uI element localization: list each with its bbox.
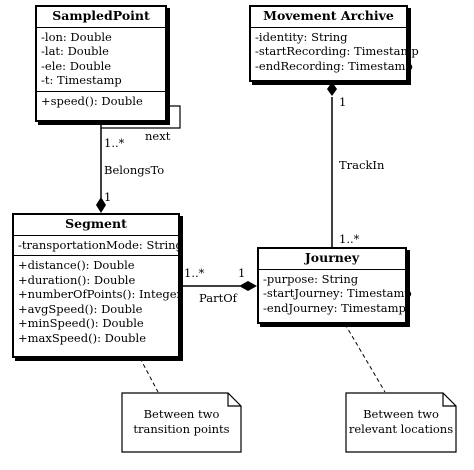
belongs-to-source-multiplicity: 1..* (104, 136, 125, 150)
segment-note: Between two transition points (122, 407, 241, 437)
segment-note-line: Between two (143, 407, 220, 421)
segment-methods: +distance(): Double +duration(): Double … (14, 255, 183, 348)
sampled-point-class-name: SampledPoint (37, 7, 165, 28)
movement-archive-class: Movement Archive -identity: String -star… (249, 5, 419, 82)
track-in-source-multiplicity: 1 (339, 95, 347, 109)
attribute-row: -endRecording: Timestamp (255, 58, 413, 73)
attribute-row: -purpose: String (263, 271, 359, 286)
method-row: +distance(): Double (18, 258, 135, 272)
attribute-row: -startJourney: Timestamp (263, 286, 412, 300)
journey-note-line: Between two (363, 407, 439, 421)
segment-class-name: Segment (14, 215, 178, 236)
method-row: +avgSpeed(): Double (18, 301, 143, 316)
segment-note-shape (121, 392, 242, 453)
part-of-source-multiplicity: 1..* (184, 266, 205, 280)
segment-note-anchor (139, 357, 159, 393)
method-row: +speed(): Double (41, 93, 143, 108)
method-row: +duration(): Double (18, 272, 136, 287)
attribute-row: -transportationMode: String (18, 237, 183, 252)
part-of-label: PartOf (199, 291, 237, 305)
sampled-point-methods: +speed(): Double (37, 90, 165, 112)
attribute-row: -t: Timestamp (41, 73, 122, 87)
movement-archive-class-name: Movement Archive (251, 7, 406, 28)
journey-attributes: -purpose: String -startJourney: Timestam… (259, 270, 412, 319)
sampled-point-class: SampledPoint -lon: Double -lat: Double -… (35, 5, 167, 122)
attribute-row: -lon: Double (41, 29, 112, 44)
attribute-row: -lat: Double (41, 44, 109, 58)
belongs-to-target-multiplicity: 1 (104, 190, 112, 204)
journey-class: Journey -purpose: String -startJourney: … (257, 247, 412, 324)
segment-note-line: transition points (133, 422, 230, 436)
attribute-row: -ele: Double (41, 58, 112, 73)
method-row: +numberOfPoints(): Integer (18, 287, 183, 301)
track-in-target-multiplicity: 1..* (339, 232, 360, 246)
method-row: +maxSpeed(): Double (18, 330, 146, 345)
part-of-target-multiplicity: 1 (238, 266, 246, 280)
method-row: +minSpeed(): Double (18, 316, 144, 330)
sampled-point-attributes: -lon: Double -lat: Double -ele: Double -… (37, 28, 165, 91)
journey-note-shape (345, 392, 457, 453)
track-in-label: TrackIn (339, 158, 385, 172)
next-self-association (101, 105, 181, 129)
belongs-to-label: BelongsTo (104, 163, 165, 177)
journey-note-anchor (344, 323, 386, 393)
track-in-aggregation-diamond (327, 82, 337, 96)
movement-archive-attributes: -identity: String -startRecording: Times… (251, 28, 419, 77)
segment-attributes: -transportationMode: String (14, 236, 183, 256)
next-label: next (145, 129, 171, 143)
attribute-row: -identity: String (255, 29, 348, 44)
attribute-row: -endJourney: Timestamp (263, 300, 406, 315)
journey-class-name: Journey (259, 249, 405, 270)
journey-note-line: relevant locations (348, 422, 454, 436)
segment-class: Segment -transportationMode: String +dis… (12, 213, 183, 358)
part-of-aggregation-diamond (239, 281, 257, 291)
attribute-row: -startRecording: Timestamp (255, 44, 419, 58)
journey-note: Between two relevant locations (346, 407, 456, 437)
belongs-to-aggregation-diamond (96, 197, 106, 213)
